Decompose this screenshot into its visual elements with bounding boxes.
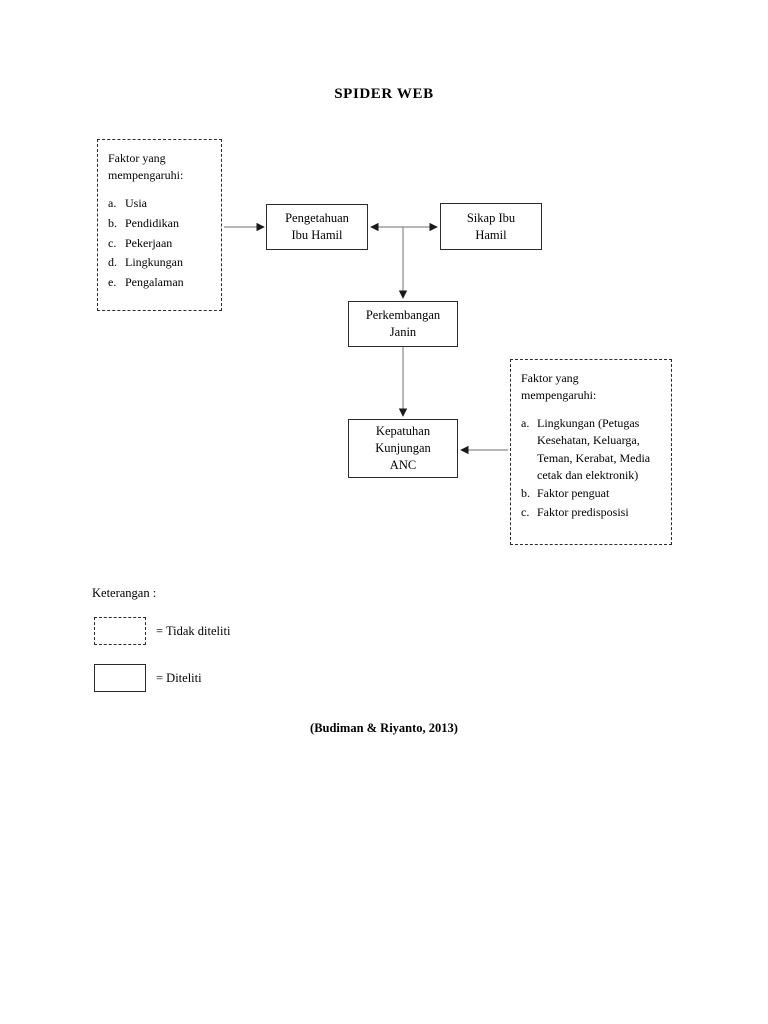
node-sikap-ibu-hamil: Sikap Ibu Hamil <box>440 203 542 250</box>
list-text: Faktor penguat <box>537 486 610 501</box>
legend-row-diteliti: = Diteliti <box>94 664 202 692</box>
list-text: Pendidikan <box>125 215 179 230</box>
list-marker: e. <box>108 275 117 290</box>
list-marker: c. <box>108 235 117 250</box>
list-text: Usia <box>125 195 147 210</box>
legend-label: = Tidak diteliti <box>156 623 231 638</box>
node-kepatuhan-kunjungan-anc: Kepatuhan Kunjungan ANC <box>348 419 458 478</box>
list-item: a. Lingkungan (Petugas Kesehatan, Keluar… <box>521 415 662 485</box>
list-marker: c. <box>521 504 530 519</box>
node-perkembangan-janin: Perkembangan Janin <box>348 301 458 347</box>
list-item: c. Pekerjaan <box>108 235 212 252</box>
node-pengetahuan-ibu-hamil: Pengetahuan Ibu Hamil <box>266 204 368 250</box>
right-factors-heading: Faktor yang mempengaruhi: <box>521 371 597 403</box>
left-factors-box: Faktor yang mempengaruhi: a. Usia b. Pen… <box>97 139 222 311</box>
right-factors-list: a. Lingkungan (Petugas Kesehatan, Keluar… <box>521 415 662 521</box>
list-text: Pengalaman <box>125 275 184 290</box>
left-factors-heading: Faktor yang mempengaruhi: <box>108 151 184 183</box>
citation: (Budiman & Riyanto, 2013) <box>310 721 458 735</box>
list-item: a. Usia <box>108 195 212 212</box>
list-item: c. Faktor predisposisi <box>521 504 662 521</box>
list-text: Faktor predisposisi <box>537 504 629 519</box>
list-text: Lingkungan <box>125 255 183 270</box>
list-item: b. Pendidikan <box>108 215 212 232</box>
legend-title: Keterangan : <box>92 586 157 600</box>
legend-swatch-solid <box>94 664 146 692</box>
list-marker: a. <box>108 195 117 210</box>
list-text: Lingkungan (Petugas Kesehatan, Keluarga,… <box>537 415 651 482</box>
legend-label: = Diteliti <box>156 670 202 685</box>
legend-row-tidak-diteliti: = Tidak diteliti <box>94 617 230 645</box>
legend-swatch-dashed <box>94 617 146 645</box>
list-item: e. Pengalaman <box>108 274 212 291</box>
list-text: Pekerjaan <box>125 235 173 250</box>
right-factors-box: Faktor yang mempengaruhi: a. Lingkungan … <box>510 359 672 545</box>
list-marker: b. <box>521 486 530 501</box>
page-title: SPIDER WEB <box>334 86 434 102</box>
list-marker: a. <box>521 415 530 430</box>
list-marker: b. <box>108 215 117 230</box>
list-item: b. Faktor penguat <box>521 485 662 502</box>
list-item: d. Lingkungan <box>108 254 212 271</box>
left-factors-list: a. Usia b. Pendidikan c. Pekerjaan d. Li… <box>108 195 212 292</box>
list-marker: d. <box>108 255 117 270</box>
